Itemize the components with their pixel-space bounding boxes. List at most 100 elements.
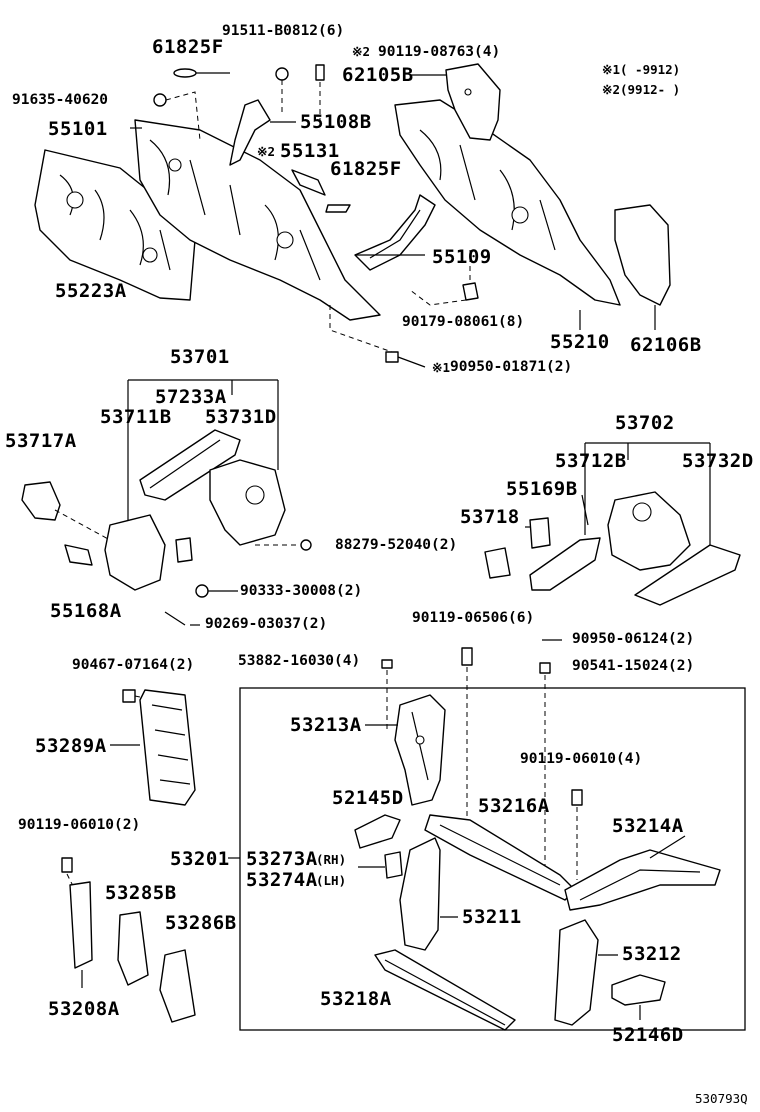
bolt-90119-06010-4 [571, 789, 583, 806]
label-90269: 90269-03037(2) [205, 616, 328, 632]
part-62105B [445, 63, 501, 141]
label-53285B: 53285B [105, 882, 177, 904]
bolt-90119-06010-2 [61, 857, 73, 873]
label-55101: 55101 [48, 118, 108, 140]
label-53732D: 53732D [682, 450, 754, 472]
note-2: ※2(9912- ) [602, 82, 681, 97]
part-53285B [117, 911, 149, 986]
label-90950-06124: 90950-06124(2) [572, 631, 695, 647]
label-90179: 90179-08061(8) [402, 314, 525, 330]
part-53214A [564, 849, 721, 911]
label-55109: 55109 [432, 246, 492, 268]
label-53718: 53718 [460, 506, 520, 528]
part-61825F-mid [325, 204, 351, 213]
label-90119-06506: 90119-06506(6) [412, 610, 535, 626]
label-55168A: 55168A [50, 600, 122, 622]
label-53702: 53702 [615, 412, 675, 434]
part-53712B [529, 537, 601, 591]
label-53274A-lh: (LH) [316, 873, 347, 888]
plug-90333 [195, 584, 209, 598]
part-55109 [354, 194, 436, 271]
part-53211 [399, 837, 441, 951]
label-53212: 53212 [622, 943, 682, 965]
label-57233A: 57233A [155, 386, 227, 408]
label-53289A: 53289A [35, 735, 107, 757]
clip-90119-08763 [315, 64, 325, 81]
mark-1: ※1 [432, 360, 450, 375]
label-90467: 90467-07164(2) [72, 657, 195, 673]
part-53216A [424, 814, 576, 901]
bolt-90467 [122, 689, 136, 703]
bolt-90119-06506 [461, 647, 473, 666]
clip-53882 [381, 659, 393, 669]
part-53717A [21, 481, 61, 521]
part-52146D [611, 974, 666, 1006]
label-53213A: 53213A [290, 714, 362, 736]
part-53208A [69, 881, 93, 969]
label-61825F-mid: 61825F [330, 158, 402, 180]
label-53218A: 53218A [320, 988, 392, 1010]
part-53718 [484, 547, 511, 579]
label-52145D: 52145D [332, 787, 404, 809]
part-55169B [529, 517, 551, 549]
part-53702-rail [634, 544, 741, 606]
label-91511: 91511-B0812(6) [222, 23, 345, 39]
nut-90179 [462, 282, 479, 301]
part-52145D [354, 814, 401, 849]
label-62105B: 62105B [342, 64, 414, 86]
part-55131 [291, 169, 326, 196]
part-57233A [175, 537, 193, 563]
nut-90541 [539, 662, 551, 674]
label-55223A: 55223A [55, 280, 127, 302]
label-53712B: 53712B [555, 450, 627, 472]
mark-2-b: ※2 [257, 144, 275, 159]
part-53286B [159, 949, 196, 1023]
part-53213A [394, 694, 446, 806]
grommet-88279 [300, 539, 312, 551]
mark-2-a: ※2 [352, 44, 370, 59]
label-53701: 53701 [170, 346, 230, 368]
label-90541: 90541-15024(2) [572, 658, 695, 674]
label-53731D: 53731D [205, 406, 277, 428]
label-55108B: 55108B [300, 111, 372, 133]
label-55131: 55131 [280, 140, 340, 162]
part-53731D [209, 459, 286, 546]
label-61825F-top: 61825F [152, 36, 224, 58]
part-53711B-apron [104, 514, 166, 591]
label-53211: 53211 [462, 906, 522, 928]
label-90119-06010-2: 90119-06010(2) [18, 817, 141, 833]
part-61825F-top [173, 68, 197, 78]
label-53717A: 53717A [5, 430, 77, 452]
label-53273A-rh: (RH) [316, 852, 347, 867]
part-53289A [139, 689, 196, 806]
label-52146D: 52146D [612, 1024, 684, 1046]
label-91635: 91635-40620 [12, 92, 109, 108]
label-53208A: 53208A [48, 998, 120, 1020]
part-53732D [607, 491, 691, 571]
part-53273A [384, 851, 403, 879]
part-55108B [229, 99, 271, 166]
illustration-code: 530793Q [695, 1091, 748, 1106]
label-90119-08763: 90119-08763(4) [378, 44, 501, 60]
label-53882: 53882-16030(4) [238, 653, 361, 669]
part-55101 [134, 119, 381, 321]
part-53218A [374, 949, 516, 1031]
label-53273A: 53273A [246, 848, 318, 870]
part-62106B [614, 204, 671, 306]
part-55210 [394, 99, 621, 306]
label-55210: 55210 [550, 331, 610, 353]
clip-90950-01871 [385, 351, 399, 363]
clip-90269 [164, 611, 186, 626]
part-53212 [554, 919, 599, 1026]
label-53214A: 53214A [612, 815, 684, 837]
label-53286B: 53286B [165, 912, 237, 934]
radiator-support-group-frame [239, 687, 746, 1031]
label-53216A: 53216A [478, 795, 550, 817]
label-53274A: 53274A [246, 869, 318, 891]
label-90950-01871: 90950-01871(2) [450, 359, 573, 375]
label-90333: 90333-30008(2) [240, 583, 363, 599]
label-88279: 88279-52040(2) [335, 537, 458, 553]
label-62106B: 62106B [630, 334, 702, 356]
label-53201: 53201 [170, 848, 230, 870]
